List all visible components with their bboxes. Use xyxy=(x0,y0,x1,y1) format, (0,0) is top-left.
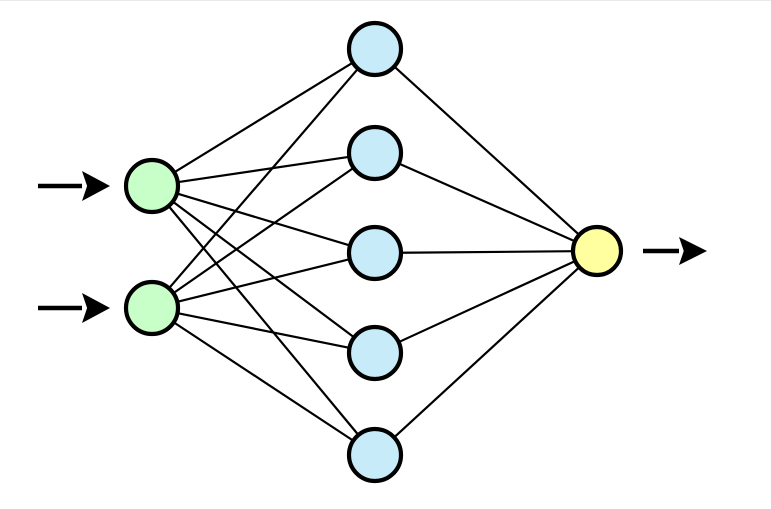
connection-edge-h2-o1 xyxy=(396,161,578,243)
arrows-group xyxy=(38,171,707,323)
input-arrow-1-head-icon xyxy=(82,171,110,201)
output-arrow-1 xyxy=(643,237,707,265)
connection-edge-i1-h3 xyxy=(174,192,353,247)
connection-edge-h4-o1 xyxy=(396,259,578,344)
hidden-node-5[interactable] xyxy=(346,426,404,484)
connection-edge-i1-h1 xyxy=(172,60,355,175)
connection-edge-h5-o1 xyxy=(392,265,582,440)
input-node-2[interactable] xyxy=(123,279,181,337)
output-node-1[interactable] xyxy=(570,224,624,278)
connection-edge-i1-h4 xyxy=(170,199,357,340)
edges-group xyxy=(166,60,582,443)
connection-edge-h1-o1 xyxy=(392,64,582,237)
nodes-group xyxy=(123,20,624,484)
hidden-node-2[interactable] xyxy=(346,124,404,182)
input-node-1[interactable] xyxy=(123,157,181,215)
connection-edge-i1-h5 xyxy=(166,204,361,437)
output-arrow-1-head-icon xyxy=(679,237,707,265)
connection-edge-i2-h3 xyxy=(175,257,352,304)
input-arrow-2-head-icon xyxy=(82,293,110,323)
connection-edge-h3-o1 xyxy=(398,250,576,254)
connection-edge-i2-h4 xyxy=(175,311,352,350)
connection-edge-i1-h2 xyxy=(175,155,352,184)
input-arrow-2 xyxy=(38,293,110,323)
input-arrow-1 xyxy=(38,171,110,201)
hidden-node-4[interactable] xyxy=(346,324,404,382)
connection-edge-i2-h5 xyxy=(171,320,356,443)
connection-edge-i2-h2 xyxy=(171,166,356,295)
hidden-node-1[interactable] xyxy=(346,20,404,78)
connection-edge-i2-h1 xyxy=(167,66,360,291)
hidden-node-3[interactable] xyxy=(346,224,404,282)
